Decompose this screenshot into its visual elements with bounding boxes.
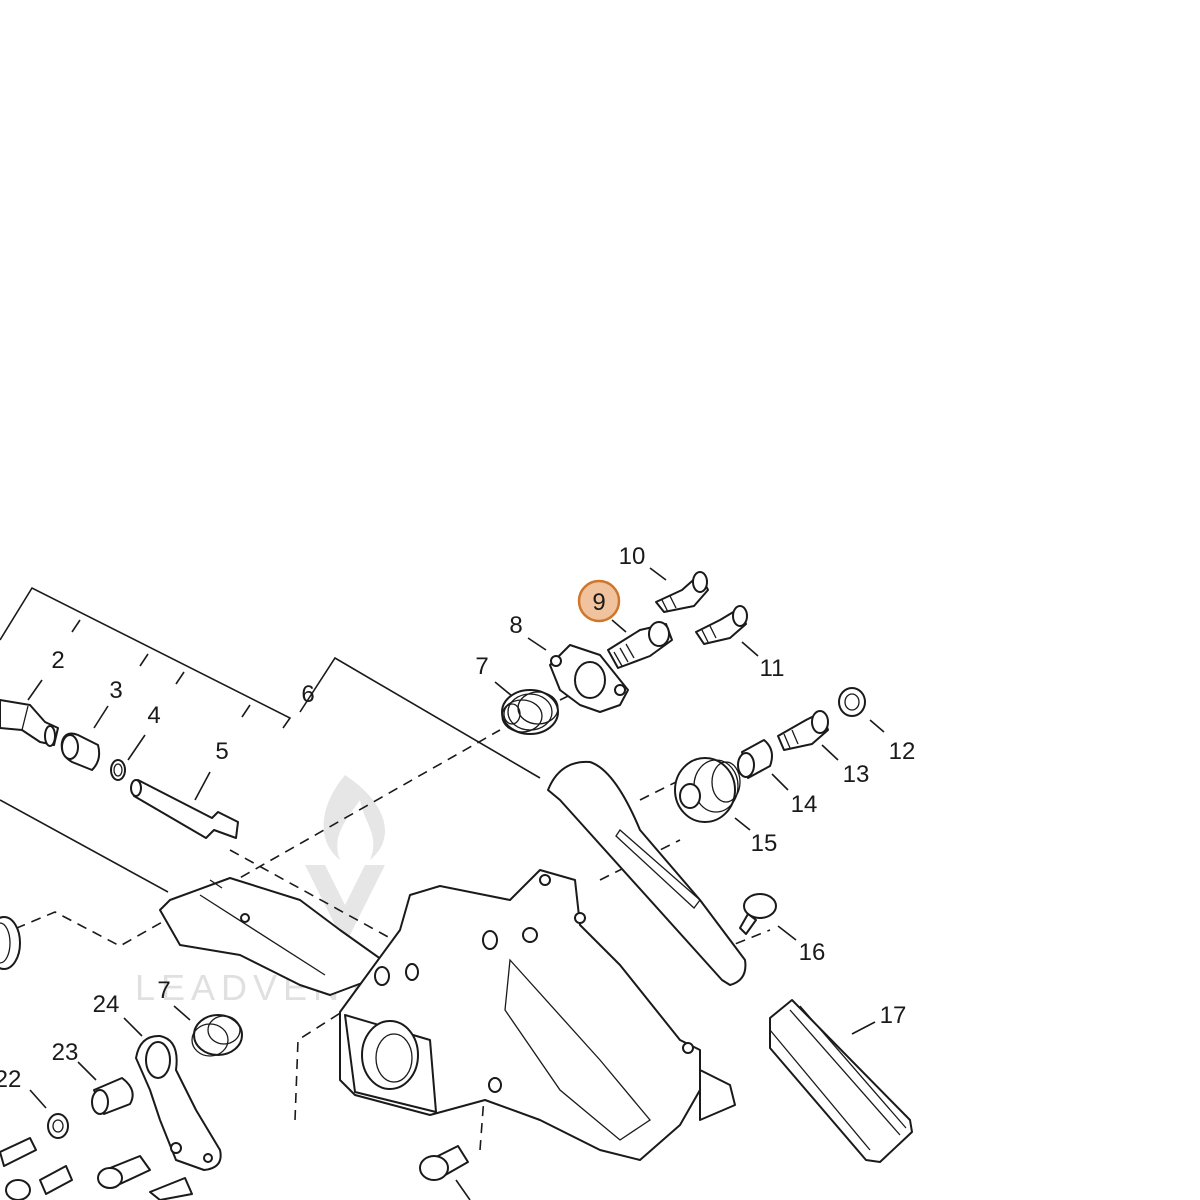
- part-7b-spring: [191, 1014, 243, 1057]
- part-14-collar: [737, 739, 773, 779]
- cover-plate: [547, 760, 747, 986]
- part-23-sleeve: [91, 1077, 134, 1115]
- part-15-bushing: [674, 757, 741, 823]
- callout-24[interactable]: 24: [93, 991, 120, 1018]
- callout-6[interactable]: 6: [301, 681, 314, 708]
- callout-7b[interactable]: 7: [157, 977, 170, 1004]
- bottom-bolt: [419, 1145, 471, 1200]
- part-16-screw: [739, 893, 777, 935]
- part-11-bolt: [695, 605, 748, 645]
- leader-lines: [27, 567, 885, 1109]
- callout-4[interactable]: 4: [147, 702, 160, 729]
- callout-2[interactable]: 2: [51, 647, 64, 674]
- lower-bolts: [0, 1137, 193, 1200]
- callout-14[interactable]: 14: [791, 791, 818, 818]
- callout-9-circle[interactable]: [577, 579, 621, 623]
- part-2-fitting: [0, 699, 59, 747]
- callout-7[interactable]: 7: [475, 653, 488, 680]
- part-12-washer: [838, 687, 866, 717]
- part-17-guide: [769, 999, 913, 1163]
- callout-9-label[interactable]: 9: [592, 589, 605, 616]
- callout-16[interactable]: 16: [799, 939, 826, 966]
- callout-10[interactable]: 10: [619, 543, 646, 570]
- callout-9-highlighted[interactable]: 9: [577, 579, 621, 623]
- callout-12[interactable]: 12: [889, 738, 916, 765]
- callout-15[interactable]: 15: [751, 830, 778, 857]
- part-24-arm: [135, 1034, 222, 1171]
- part-8-gasket: [549, 644, 629, 713]
- callout-13[interactable]: 13: [843, 761, 870, 788]
- callout-23[interactable]: 23: [52, 1039, 79, 1066]
- group-bracket: [0, 586, 541, 893]
- part-3-bushing: [60, 732, 101, 771]
- callout-11[interactable]: 11: [760, 655, 785, 682]
- part-22-washer: [47, 1113, 69, 1139]
- main-housing: [339, 869, 736, 1161]
- part-9-bolt: [607, 621, 673, 669]
- edge-bushing: [0, 916, 21, 970]
- part-10-bolt: [655, 571, 709, 613]
- part-5-pin: [130, 779, 239, 839]
- part-7-spring: [501, 689, 559, 735]
- callout-17[interactable]: 17: [880, 1002, 907, 1029]
- callout-22[interactable]: 22: [0, 1066, 21, 1093]
- callout-labels: 2 3 4 5 6 7 8 10 11 12 13 14 15 16 17 7 …: [0, 543, 915, 1093]
- callout-8[interactable]: 8: [509, 612, 522, 639]
- callout-5[interactable]: 5: [215, 738, 228, 765]
- part-13-bolt: [777, 710, 829, 751]
- part-4-oring: [110, 759, 126, 781]
- callout-3[interactable]: 3: [109, 677, 122, 704]
